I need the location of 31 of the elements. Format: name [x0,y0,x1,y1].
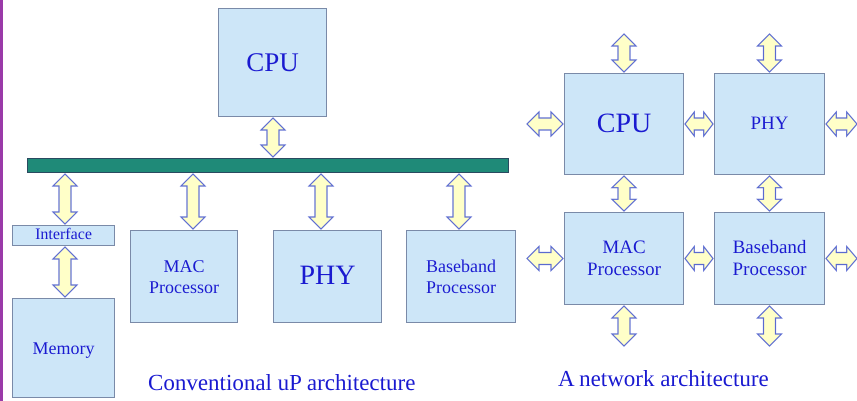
block-box: Memory [12,298,115,398]
block-box: Baseband Processor [406,230,516,323]
double-arrow [52,246,78,298]
double-arrow [756,305,783,347]
double-arrow [610,33,638,73]
double-arrow [825,110,857,138]
double-arrow [825,244,857,272]
block-box: Baseband Processor [714,212,825,305]
double-arrow [180,173,206,230]
bus-bar [27,158,509,173]
caption: Conventional uP architecture [148,370,416,396]
block-box: PHY [714,73,825,175]
double-arrow [756,175,783,212]
double-arrow [684,110,714,138]
double-arrow [308,173,334,230]
double-arrow [52,173,78,225]
double-arrow [260,117,286,158]
caption: A network architecture [558,366,769,392]
double-arrow [684,244,714,272]
double-arrow [610,305,638,347]
block-box: CPU [564,73,684,175]
double-arrow [526,110,564,138]
block-box: Interface [12,225,115,246]
double-arrow [610,175,638,212]
block-box: PHY [273,230,382,323]
block-box: MAC Processor [564,212,684,305]
double-arrow [526,245,564,272]
double-arrow [756,33,783,73]
block-box: CPU [218,8,327,117]
double-arrow [446,173,472,230]
block-box: MAC Processor [130,230,238,323]
